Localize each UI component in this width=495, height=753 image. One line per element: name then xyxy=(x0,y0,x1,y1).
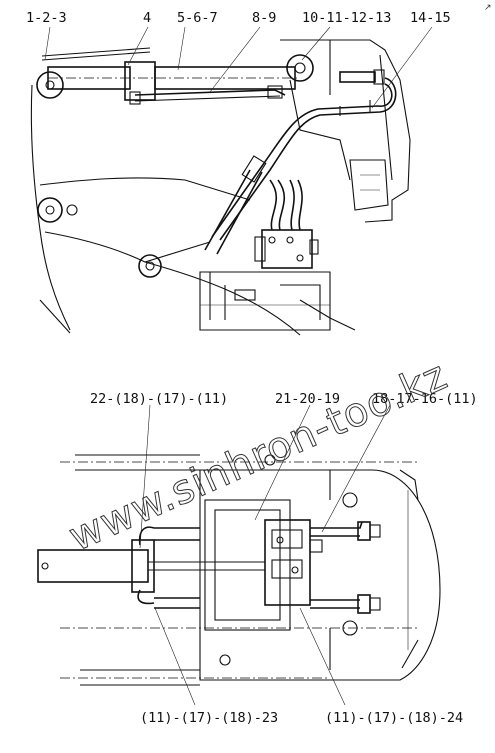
hose-right-lower xyxy=(310,599,360,609)
pin-boss-right xyxy=(286,54,314,82)
corner-mark: ↗ xyxy=(484,3,492,13)
label-11-17-18-24: (11)-(17)-(18)-24 xyxy=(325,710,463,726)
label-18-17-16-11: 18-17-16-(11) xyxy=(372,391,478,407)
pin-boss-lower xyxy=(138,254,162,278)
leader-lines xyxy=(44,26,433,706)
control-valve xyxy=(261,229,313,269)
watermark-text: www.sinhron-too.kz xyxy=(62,352,454,560)
pin-boss-middle xyxy=(37,197,63,223)
inner-plate xyxy=(204,499,291,631)
pin-boss-left xyxy=(36,71,64,99)
pipe-right xyxy=(219,77,397,241)
label-8-9: 8-9 xyxy=(252,10,276,26)
label-5-6-7: 5-6-7 xyxy=(177,10,218,26)
label-21-20-19: 21-20-19 xyxy=(275,391,340,407)
boom-mid-edge xyxy=(39,177,251,201)
bottom-frame-outline xyxy=(199,469,441,681)
callout-labels: 1-2-3 4 5-6-7 8-9 10-11-12-13 14-15 22-(… xyxy=(26,3,492,726)
hose-diagonal xyxy=(204,169,251,251)
subframe-top xyxy=(199,271,331,331)
frame-upright xyxy=(280,39,411,223)
label-11-17-18-23: (11)-(17)-(18)-23 xyxy=(140,710,278,726)
boom-left-edge xyxy=(30,84,71,331)
label-22-18-17-11: 22-(18)-(17)-(11) xyxy=(90,391,228,407)
extension-arm xyxy=(37,549,149,583)
top-view xyxy=(30,39,411,336)
label-4: 4 xyxy=(143,10,151,26)
hose-right-upper xyxy=(310,521,363,537)
bottom-valve xyxy=(264,519,311,606)
bottom-view xyxy=(37,454,441,686)
label-14-15: 14-15 xyxy=(410,10,451,26)
label-10-11-12-13: 10-11-12-13 xyxy=(302,10,391,26)
hose-under-cylinder xyxy=(134,89,286,96)
label-1-2-3: 1-2-3 xyxy=(26,10,67,26)
fitting-14-15 xyxy=(339,71,376,83)
